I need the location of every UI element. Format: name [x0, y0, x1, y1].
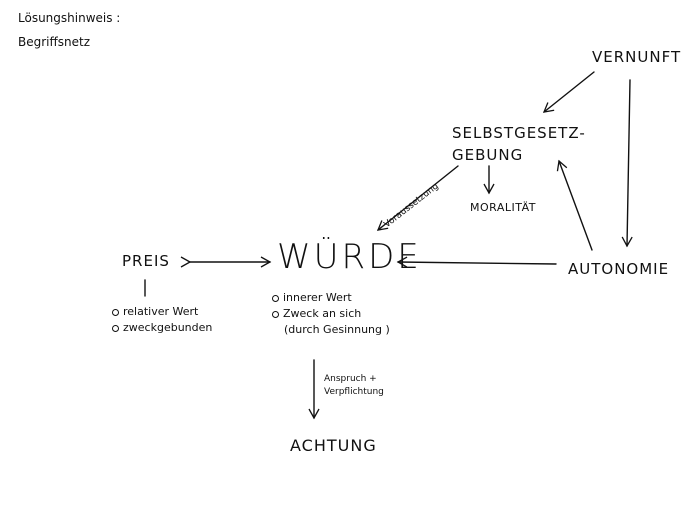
header-subtitle: Begriffsnetz	[18, 35, 91, 49]
edge-label-anspruch: Anspruch +	[324, 374, 377, 384]
bullet-icon	[112, 308, 119, 316]
node-moralitaet: MORALITÄT	[470, 201, 536, 214]
arrow-autonomie-wuerde	[396, 256, 557, 268]
bullet-icon	[272, 310, 279, 318]
node-wuerde: WÜRDE	[277, 237, 422, 277]
arrow-vernunft-selbstgesetzgebung	[542, 71, 595, 113]
edge-label-verpflichtung: Verpflichtung	[324, 387, 384, 397]
header-title: Lösungshinweis :	[18, 11, 121, 25]
list-item: relativer Wert	[112, 304, 212, 320]
bullet-icon	[112, 324, 119, 332]
list-item: zweckgebunden	[112, 320, 212, 336]
node-achtung: ACHTUNG	[290, 436, 377, 455]
node-selbstgesetzgebung-line1: SELBSTGESETZ-	[452, 124, 586, 142]
list-item: Zweck an sich	[272, 306, 390, 322]
node-preis: PREIS	[122, 252, 170, 270]
list-item: (durch Gesinnung )	[284, 323, 390, 336]
node-vernunft: VERNUNFT	[592, 48, 682, 66]
arrow-vernunft-autonomie	[621, 79, 633, 248]
node-selbstgesetzgebung-line2: GEBUNG	[452, 146, 524, 164]
list-item: innerer Wert	[272, 290, 390, 306]
preis-notes: relativer Wert zweckgebunden	[112, 304, 212, 336]
bullet-icon	[272, 294, 279, 302]
node-autonomie: AUTONOMIE	[568, 260, 670, 278]
arrow-selbstgesetzgebung-wuerde	[376, 165, 459, 231]
wuerde-notes: innerer Wert Zweck an sich (durch Gesinn…	[272, 290, 390, 338]
arrow-autonomie-selbstgesetzgebung	[556, 159, 593, 251]
